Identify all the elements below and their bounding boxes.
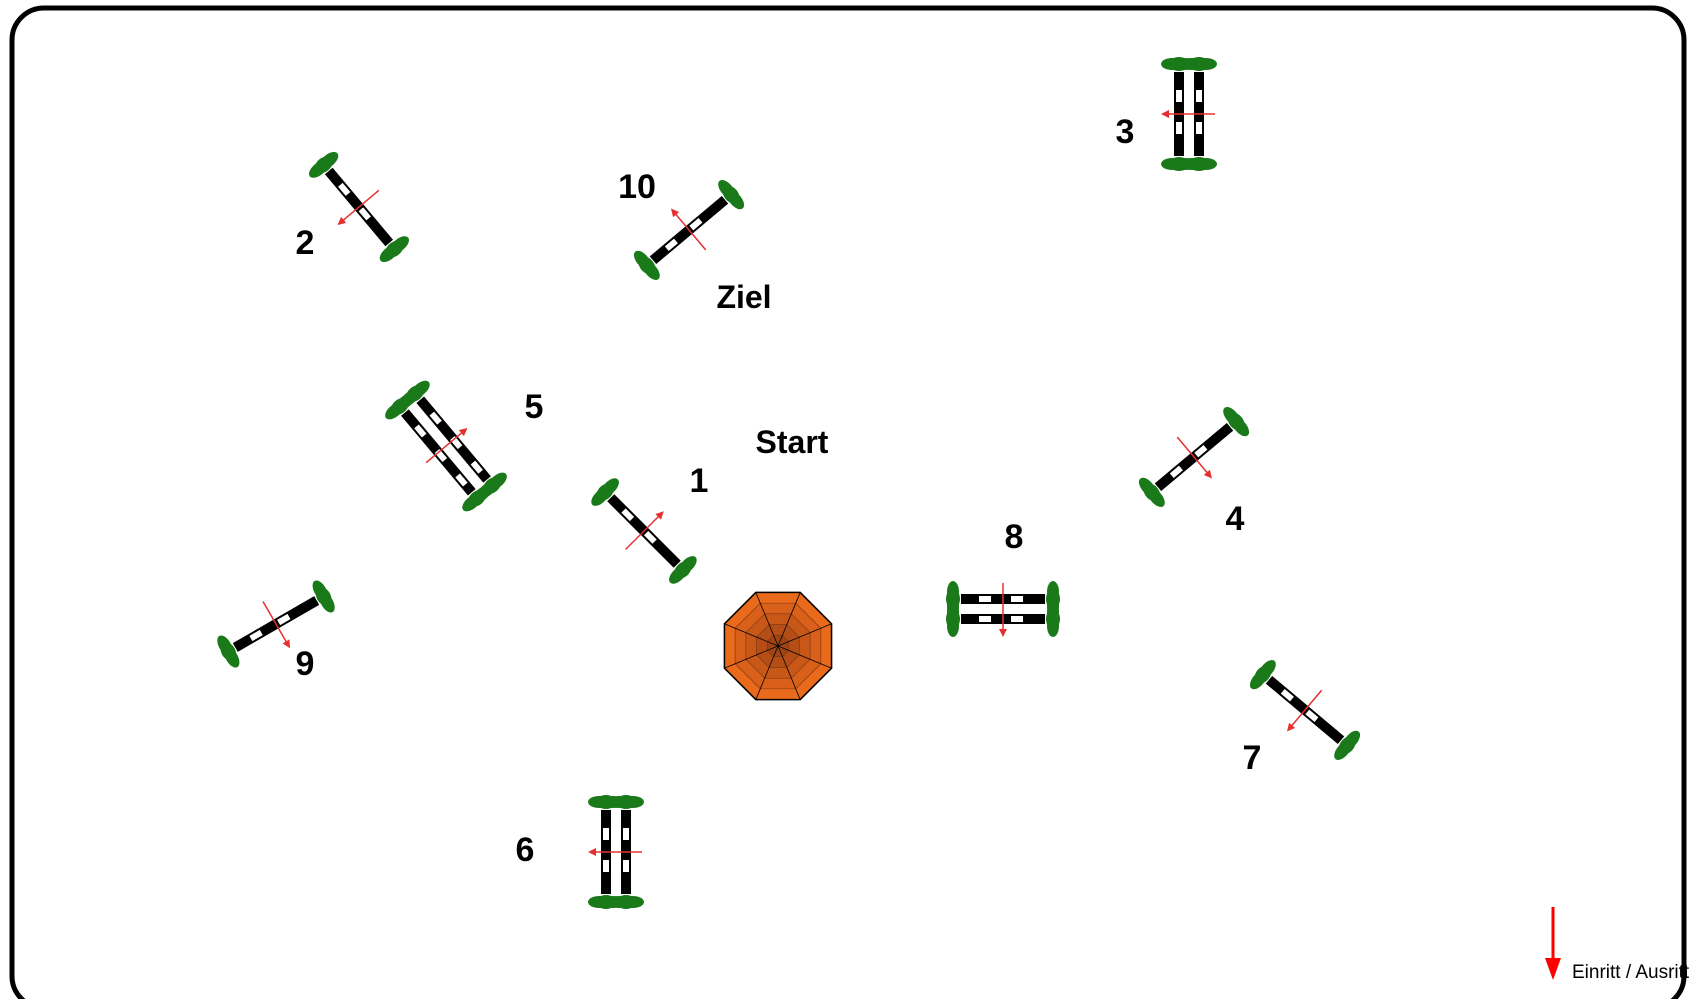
direction-arrow-icon [262, 601, 290, 649]
finish-label: Ziel [716, 279, 771, 315]
jump-2 [309, 151, 409, 263]
direction-arrow-icon [671, 208, 707, 251]
jump-7 [1249, 660, 1361, 760]
jump-10 [633, 180, 745, 280]
jump-number-6: 6 [516, 831, 535, 869]
direction-arrow-icon [425, 428, 468, 464]
jump-number-2: 2 [296, 224, 315, 262]
direction-arrow-icon [1176, 436, 1212, 479]
jump-number-3: 3 [1116, 113, 1135, 151]
jump-number-7: 7 [1243, 739, 1262, 777]
jump-8 [946, 581, 1060, 637]
entry-exit-label: Einritt / Ausritt [1572, 962, 1690, 983]
jump-3 [1161, 57, 1217, 171]
entry-arrowhead-icon [1545, 958, 1561, 980]
jump-5 [385, 380, 507, 512]
judge-tower [723, 591, 833, 701]
jump-number-10: 10 [618, 168, 656, 206]
jump-9 [217, 580, 335, 668]
jump-1 [591, 478, 697, 584]
jump-number-4: 4 [1226, 500, 1245, 538]
direction-arrow-icon [625, 511, 664, 550]
start-label: Start [756, 424, 829, 460]
jump-4 [1138, 407, 1250, 507]
jump-number-8: 8 [1005, 518, 1024, 556]
entry-exit-legend: Einritt / Ausritt [1545, 907, 1690, 983]
jump-6 [588, 795, 644, 909]
jump-number-1: 1 [690, 462, 709, 500]
jump-number-9: 9 [296, 645, 315, 683]
direction-arrow-icon [1287, 689, 1323, 732]
arena-border [9, 5, 1687, 999]
jump-number-5: 5 [525, 388, 544, 426]
direction-arrow-icon [337, 189, 380, 225]
